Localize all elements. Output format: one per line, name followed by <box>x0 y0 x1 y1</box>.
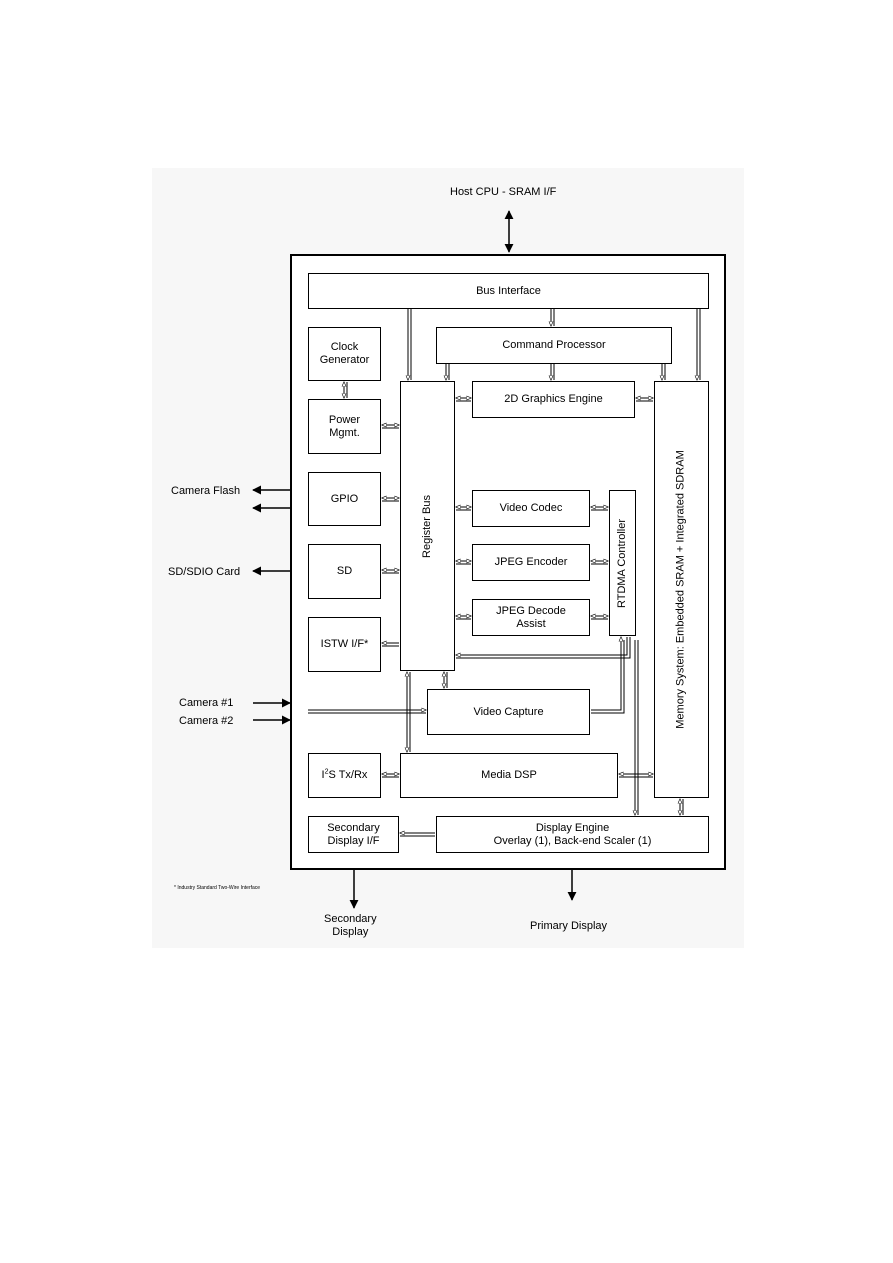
i2s-block: I2S Tx/Rx <box>308 753 381 798</box>
jpeg-encoder-block: JPEG Encoder <box>472 544 590 581</box>
primary-display-label: Primary Display <box>530 920 608 932</box>
sd-block: SD <box>308 544 381 599</box>
istw-block: ISTW I/F* <box>308 617 381 672</box>
video-codec-block: Video Codec <box>472 490 590 527</box>
clock-generator-block: Clock Generator <box>308 327 381 381</box>
media-dsp-block: Media DSP <box>400 753 618 798</box>
camera2-label: Camera #2 <box>179 715 234 727</box>
camera-flash-label: Camera Flash <box>171 485 241 497</box>
secondary-display-label: Secondary Display <box>324 913 377 938</box>
display-engine-block: Display Engine Overlay (1), Back-end Sca… <box>436 816 709 853</box>
video-capture-block: Video Capture <box>427 689 590 735</box>
bus-interface-block: Bus Interface <box>308 273 709 309</box>
jpeg-decode-block: JPEG Decode Assist <box>472 599 590 636</box>
camera1-label: Camera #1 <box>179 697 234 709</box>
power-mgmt-block: Power Mgmt. <box>308 399 381 454</box>
rtdma-controller-block: RTDMA Controller <box>609 490 636 636</box>
gpio-block: GPIO <box>308 472 381 526</box>
host-cpu-label: Host CPU - SRAM I/F <box>450 186 557 198</box>
register-bus-block: Register Bus <box>400 381 455 671</box>
sd-card-label: SD/SDIO Card <box>168 566 241 578</box>
secondary-display-if-block: Secondary Display I/F <box>308 816 399 853</box>
footnote: * Industry Standard Two-Wire Interface <box>174 885 261 891</box>
graphics-2d-block: 2D Graphics Engine <box>472 381 635 418</box>
command-processor-block: Command Processor <box>436 327 672 364</box>
memory-system-block: Memory System: Embedded SRAM + Integrate… <box>654 381 709 798</box>
